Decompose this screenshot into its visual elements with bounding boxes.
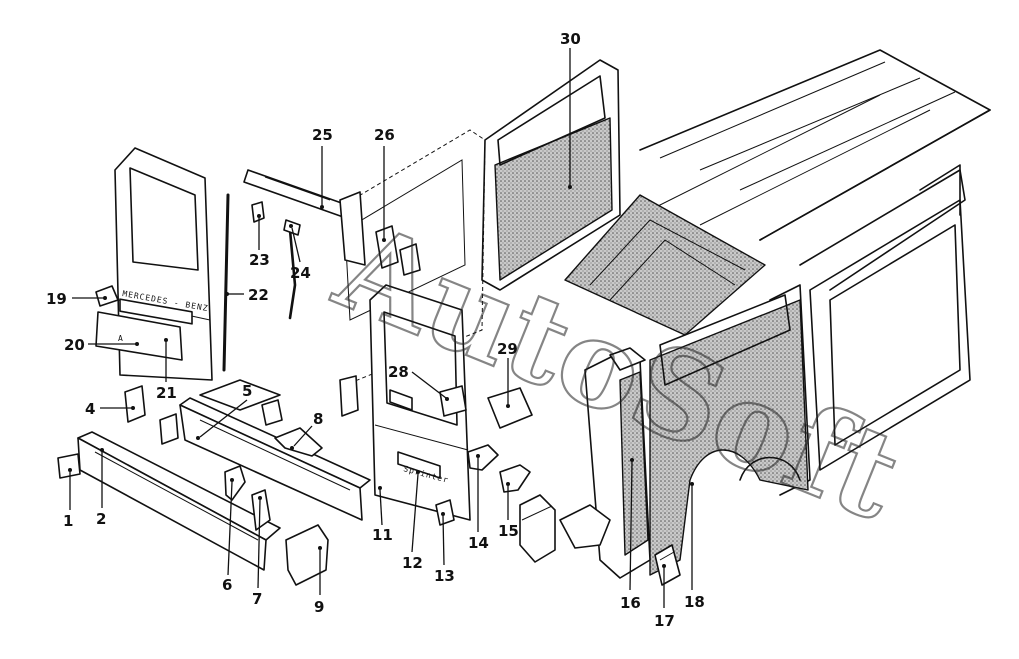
floor-panel <box>564 194 766 336</box>
callout-12: 12 <box>402 554 423 572</box>
callout-7: 7 <box>252 590 262 608</box>
part-6 <box>224 465 246 501</box>
callout-8: 8 <box>313 410 323 428</box>
svg-text:A: A <box>118 334 124 343</box>
part-21-clip <box>159 413 179 445</box>
callout-14: 14 <box>468 534 489 552</box>
part-9 <box>285 524 329 586</box>
door-seal-strip <box>222 193 230 372</box>
part-19 <box>95 285 119 307</box>
callout-9: 9 <box>314 598 324 616</box>
callout-28: 28 <box>388 363 409 381</box>
tail-lamp-housing <box>519 494 556 563</box>
callout-labels: 1 2 4 5 6 7 8 9 11 12 13 14 15 16 17 18 … <box>46 30 705 630</box>
callout-16: 16 <box>620 594 641 612</box>
callout-23: 23 <box>249 251 270 269</box>
part-26 <box>375 225 399 269</box>
part-1 <box>57 453 81 479</box>
leader-lines <box>68 48 694 608</box>
part-7 <box>251 489 271 531</box>
door-guide-rod <box>283 219 301 320</box>
callout-2: 2 <box>96 510 106 528</box>
callout-1: 1 <box>63 512 73 530</box>
callout-13: 13 <box>434 567 455 585</box>
callout-6: 6 <box>222 576 232 594</box>
callout-4: 4 <box>85 400 95 418</box>
part-28 <box>439 385 467 417</box>
callout-18: 18 <box>684 593 705 611</box>
callout-29: 29 <box>497 340 518 358</box>
part-8 <box>274 427 323 457</box>
quarter-panel <box>649 294 809 576</box>
rear-door-frame <box>481 59 621 291</box>
roof-structure <box>639 49 991 241</box>
part-13 <box>435 499 455 526</box>
small-parts <box>57 201 533 586</box>
rear-crossmember <box>179 379 371 521</box>
part-23 <box>251 201 265 223</box>
part-15 <box>499 464 531 493</box>
callout-22: 22 <box>248 286 269 304</box>
callout-26: 26 <box>374 126 395 144</box>
callout-21: 21 <box>156 384 177 402</box>
callout-25: 25 <box>312 126 333 144</box>
rear-door-main: MERCEDES - BENZ A <box>95 147 213 381</box>
callout-17: 17 <box>654 612 675 630</box>
callout-11: 11 <box>372 526 393 544</box>
tail-light <box>654 544 681 586</box>
rear-door-right: Sprinter <box>369 284 471 521</box>
part-hinge <box>339 375 359 417</box>
rear-pillar-assembly <box>559 347 651 579</box>
part-14 <box>467 444 499 471</box>
part-4 <box>124 385 146 423</box>
callout-24: 24 <box>290 264 311 282</box>
callout-5: 5 <box>242 382 252 400</box>
callout-19: 19 <box>46 290 67 308</box>
callout-20: 20 <box>64 336 85 354</box>
part-26b <box>399 243 421 276</box>
callout-15: 15 <box>498 522 519 540</box>
callout-30: 30 <box>560 30 581 48</box>
part-29 <box>487 387 533 429</box>
